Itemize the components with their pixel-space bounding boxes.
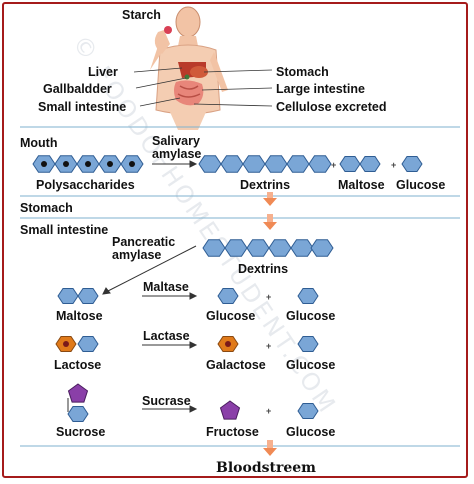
glucose-unit-hexagon (297, 288, 319, 304)
dextrin-unit-hexagon (308, 155, 332, 173)
plus-sign: + (266, 292, 272, 302)
stomach-label: Stomach (276, 65, 329, 79)
glucose-label-l: Glucose (286, 358, 336, 372)
glucose-unit-hexagon (67, 406, 89, 422)
small-intestine-label: Small intestine (38, 100, 127, 114)
maltose-unit-hexagon (57, 288, 79, 304)
dextrin-unit-hexagon (224, 239, 248, 257)
dextrin-unit-hexagon (198, 155, 222, 173)
maltose-unit-hexagon (77, 288, 99, 304)
galactose-unit-hexagon-center (225, 341, 231, 347)
plus-sign: + (266, 406, 272, 416)
food-item-icon (164, 26, 172, 34)
lactose-label: Lactose (54, 358, 102, 372)
gallbladder-organ (184, 74, 190, 80)
glucose-unit-hexagon (401, 156, 423, 172)
salivary-amylase-label: amylase (152, 147, 202, 161)
dextrin-unit-hexagon (310, 239, 334, 257)
dextrin-unit-hexagon (202, 239, 226, 257)
maltose-unit-hexagon (339, 156, 361, 172)
polysaccharide-unit-hexagon-center (41, 161, 47, 167)
bloodstream-label: Bloodstreem (216, 460, 316, 476)
fructose-unit-pentagon (219, 400, 241, 420)
polysaccharide-unit-hexagon-center (107, 161, 113, 167)
plus-sign: + (266, 341, 272, 351)
maltose-unit-hexagon (359, 156, 381, 172)
polysaccharide-unit-hexagon-center (129, 161, 135, 167)
glucose-unit-hexagon (217, 288, 239, 304)
glucose-unit-hexagon (297, 403, 319, 419)
liver-label: Liver (88, 65, 118, 79)
plus-sign: + (391, 160, 397, 170)
galactose-label: Galactose (206, 358, 266, 372)
plus-sign: + (331, 160, 337, 170)
dextrin-unit-hexagon (290, 239, 314, 257)
intestine-organ (174, 80, 204, 106)
dextrin-unit-hexagon (220, 155, 244, 173)
lactase-label: Lactase (143, 329, 190, 343)
human-body-figure (150, 6, 228, 130)
mouth-label: Mouth (20, 136, 58, 150)
dextrin-unit-hexagon (242, 155, 266, 173)
stomach-organ (190, 66, 208, 78)
polysaccharide-unit-hexagon-center (63, 161, 69, 167)
salivary-label: Salivary (152, 134, 200, 148)
dextrin-unit-hexagon (268, 239, 292, 257)
molecule-hexagons (32, 155, 423, 422)
dextrin-unit-hexagon (246, 239, 270, 257)
maltose-left-label: Maltose (56, 309, 103, 323)
diagram-frame (2, 2, 468, 478)
galactose-unit-hexagon-center (63, 341, 69, 347)
maltose-label-1: Maltose (338, 178, 385, 192)
sucrase-label: Sucrase (142, 394, 191, 408)
small-intestine-section-label: Small intestine (20, 223, 109, 237)
large-intestine-label: Large intestine (276, 82, 365, 96)
gallbladder-label: Gallbaldder (43, 82, 112, 96)
dextrins-label-1: Dextrins (240, 178, 291, 192)
pancreatic-amylase-label: amylase (112, 248, 162, 262)
glucose-label-1: Glucose (396, 178, 446, 192)
fructose-label: Fructose (206, 425, 259, 439)
glucose-label-m2: Glucose (286, 309, 336, 323)
polysaccharides-label: Polysaccharides (36, 178, 135, 192)
polysaccharide-unit-hexagon-center (85, 161, 91, 167)
leader-lines (133, 67, 273, 107)
dextrin-unit-hexagon (286, 155, 310, 173)
fructose-unit-pentagon (67, 383, 89, 403)
sucrose-label: Sucrose (56, 425, 106, 439)
starch-label: Starch (122, 8, 161, 22)
glucose-unit-hexagon (297, 336, 319, 352)
reaction-arrows (102, 160, 198, 413)
dextrins-label-2: Dextrins (238, 262, 289, 276)
pancreatic-label: Pancreatic (112, 235, 176, 249)
glucose-label-s: Glucose (286, 425, 336, 439)
flow-arrows (263, 192, 277, 456)
glucose-unit-hexagon (77, 336, 99, 352)
cellulose-label: Cellulose excreted (276, 100, 387, 114)
glucose-label-m1: Glucose (206, 309, 256, 323)
stomach-section-label: Stomach (20, 201, 73, 215)
dextrin-unit-hexagon (264, 155, 288, 173)
maltase-label: Maltase (143, 280, 189, 294)
